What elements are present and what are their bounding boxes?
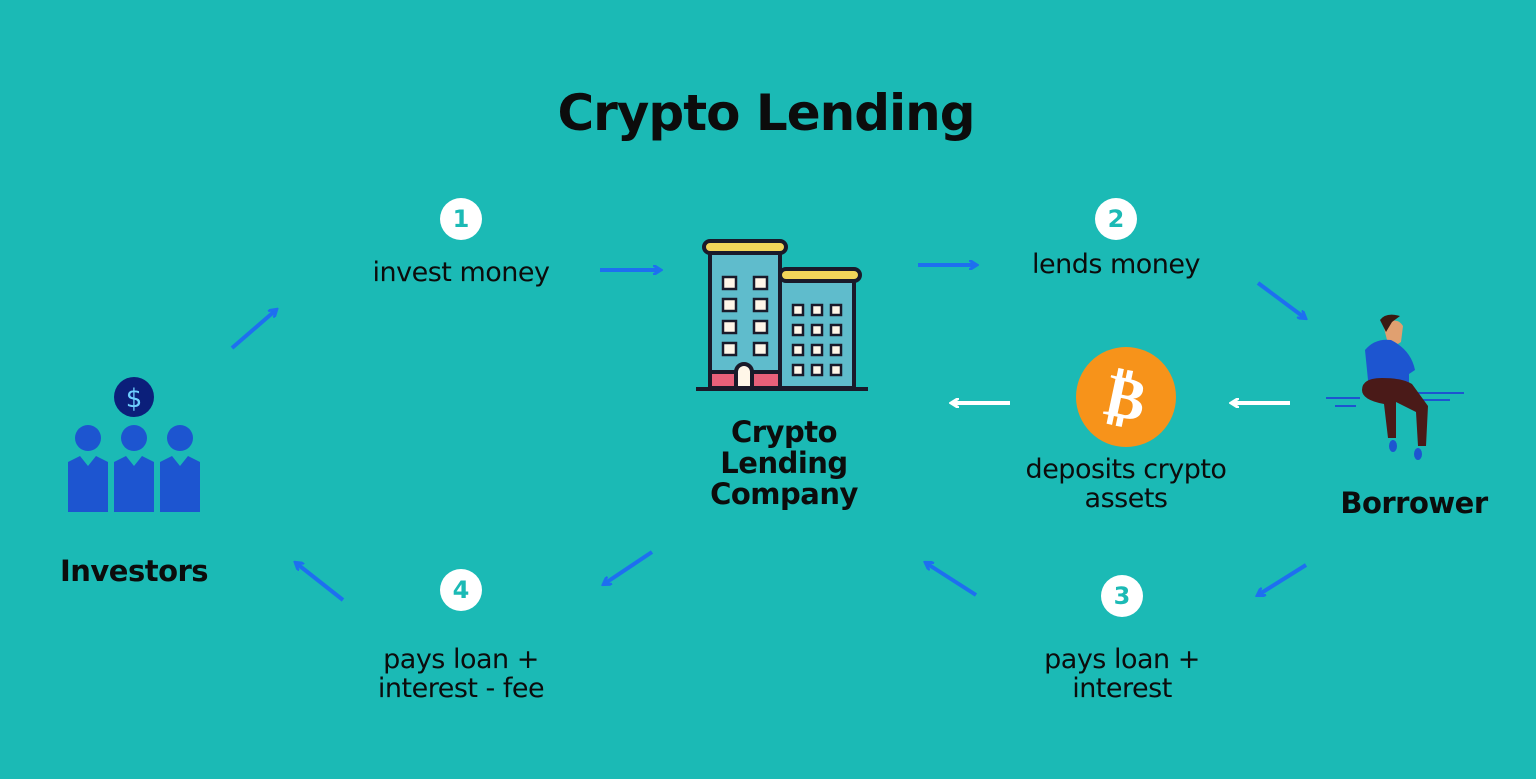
- borrower-label: Borrower: [1340, 486, 1488, 520]
- step-4-badge: 4: [440, 569, 482, 611]
- invest-money-label: invest money: [372, 257, 550, 288]
- step-3-badge: 3: [1101, 575, 1143, 617]
- lends-money-label: lends money: [1031, 249, 1201, 280]
- arrow-step3-to-company: [926, 563, 978, 597]
- arrow-to-borrower: [1256, 281, 1305, 318]
- arrow-borrower-to-step3: [1258, 563, 1308, 595]
- arrow-investors-to-step1: [230, 310, 276, 350]
- arrow-company-to-step4: [604, 550, 654, 584]
- page-title: Crypto Lending: [557, 84, 975, 142]
- step-1-badge: 1: [440, 198, 482, 240]
- arrow-step4-to-investors: [296, 563, 345, 602]
- step-2-badge: 2: [1095, 198, 1137, 240]
- investors-label: Investors: [59, 554, 209, 588]
- svg-text:$: $: [126, 384, 143, 414]
- step-3-label: pays loan +interest: [1044, 644, 1200, 704]
- step-4-label: pays loan +interest - fee: [377, 644, 545, 704]
